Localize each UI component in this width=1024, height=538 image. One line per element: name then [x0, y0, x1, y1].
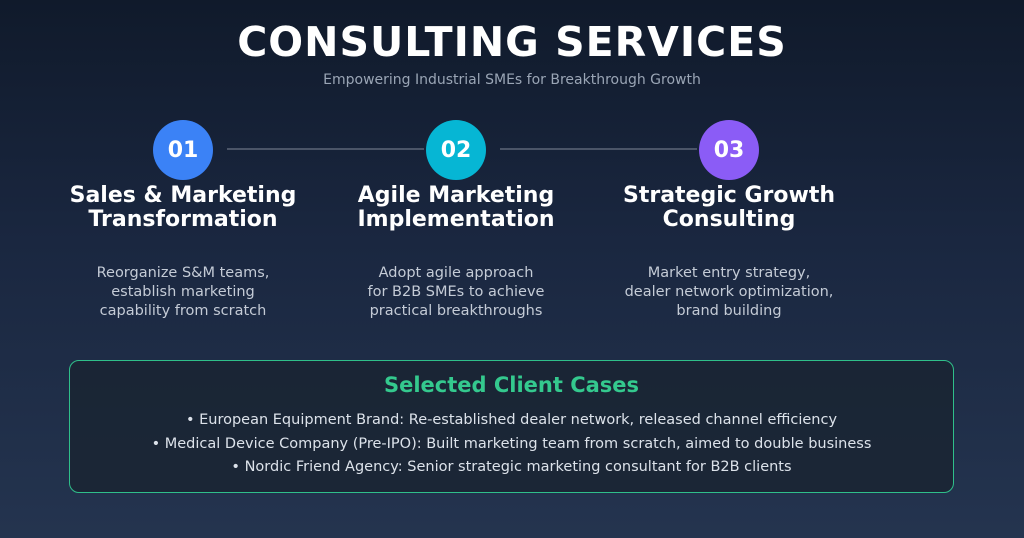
- step-2-number-badge: 02: [426, 120, 486, 180]
- step-3-desc-line-2: dealer network optimization,: [624, 284, 834, 300]
- step-3-title-line-1: Strategic Growth: [622, 183, 835, 208]
- connector-line-1-2: [227, 148, 424, 150]
- step-2-description: Adopt agile approach for B2B SMEs to ach…: [316, 264, 596, 321]
- step-3-title-line-2: Consulting: [662, 207, 796, 232]
- client-cases-list: • European Equipment Brand: Re-establish…: [70, 409, 953, 480]
- step-3-title: Strategic Growth Consulting: [589, 184, 869, 232]
- step-1-title-line-1: Sales & Marketing: [69, 183, 297, 208]
- step-1-description: Reorganize S&M teams, establish marketin…: [43, 264, 323, 321]
- step-1-title-line-2: Transformation: [88, 207, 278, 232]
- step-2-title-line-2: Implementation: [357, 207, 555, 232]
- step-2-desc-line-3: practical breakthroughs: [369, 303, 543, 319]
- client-cases-title: Selected Client Cases: [383, 373, 640, 397]
- step-1-number-badge: 01: [153, 120, 213, 180]
- step-3-description: Market entry strategy, dealer network op…: [589, 264, 869, 321]
- connector-line-2-3: [500, 148, 697, 150]
- step-1-desc-line-1: Reorganize S&M teams,: [96, 265, 270, 281]
- client-cases-panel: Selected Client Cases • European Equipme…: [69, 360, 954, 493]
- step-2-desc-line-2: for B2B SMEs to achieve: [367, 284, 545, 300]
- step-1-desc-line-3: capability from scratch: [99, 303, 267, 319]
- step-3-number-badge: 03: [699, 120, 759, 180]
- step-1-desc-line-2: establish marketing: [111, 284, 255, 300]
- client-case-item-1: • European Equipment Brand: Re-establish…: [185, 412, 838, 428]
- client-case-item-3: • Nordic Friend Agency: Senior strategic…: [231, 459, 792, 475]
- client-case-item-2: • Medical Device Company (Pre-IPO): Buil…: [151, 435, 872, 452]
- step-1-title: Sales & Marketing Transformation: [43, 184, 323, 232]
- step-2-title-line-1: Agile Marketing: [357, 183, 555, 208]
- page-subtitle: Empowering Industrial SMEs for Breakthro…: [323, 72, 701, 88]
- page-title: CONSULTING SERVICES: [237, 18, 787, 66]
- step-2-title: Agile Marketing Implementation: [316, 184, 596, 232]
- step-3-desc-line-1: Market entry strategy,: [647, 265, 811, 281]
- step-3-desc-line-3: brand building: [676, 303, 782, 319]
- step-2-desc-line-1: Adopt agile approach: [378, 265, 534, 281]
